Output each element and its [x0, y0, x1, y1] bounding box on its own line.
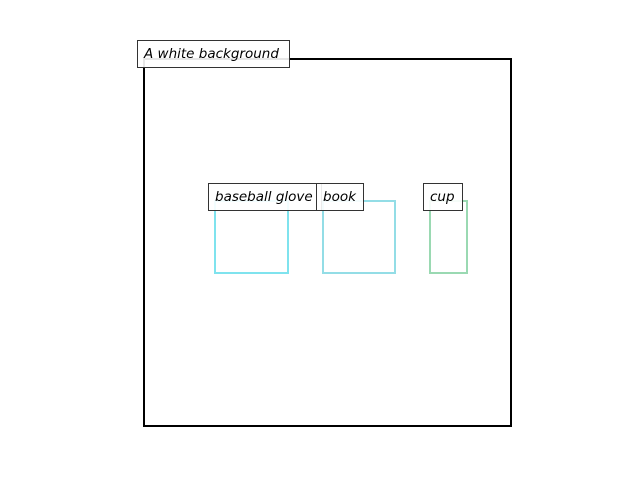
object-label-book: book [316, 183, 364, 211]
object-label-baseball-glove: baseball glove [208, 183, 322, 211]
object-box-cup [429, 200, 468, 274]
object-box-book [322, 200, 396, 274]
object-label-cup: cup [423, 183, 463, 211]
scene-label: A white background [137, 40, 290, 68]
object-box-baseball-glove [214, 200, 289, 274]
scene-frame [143, 58, 512, 427]
